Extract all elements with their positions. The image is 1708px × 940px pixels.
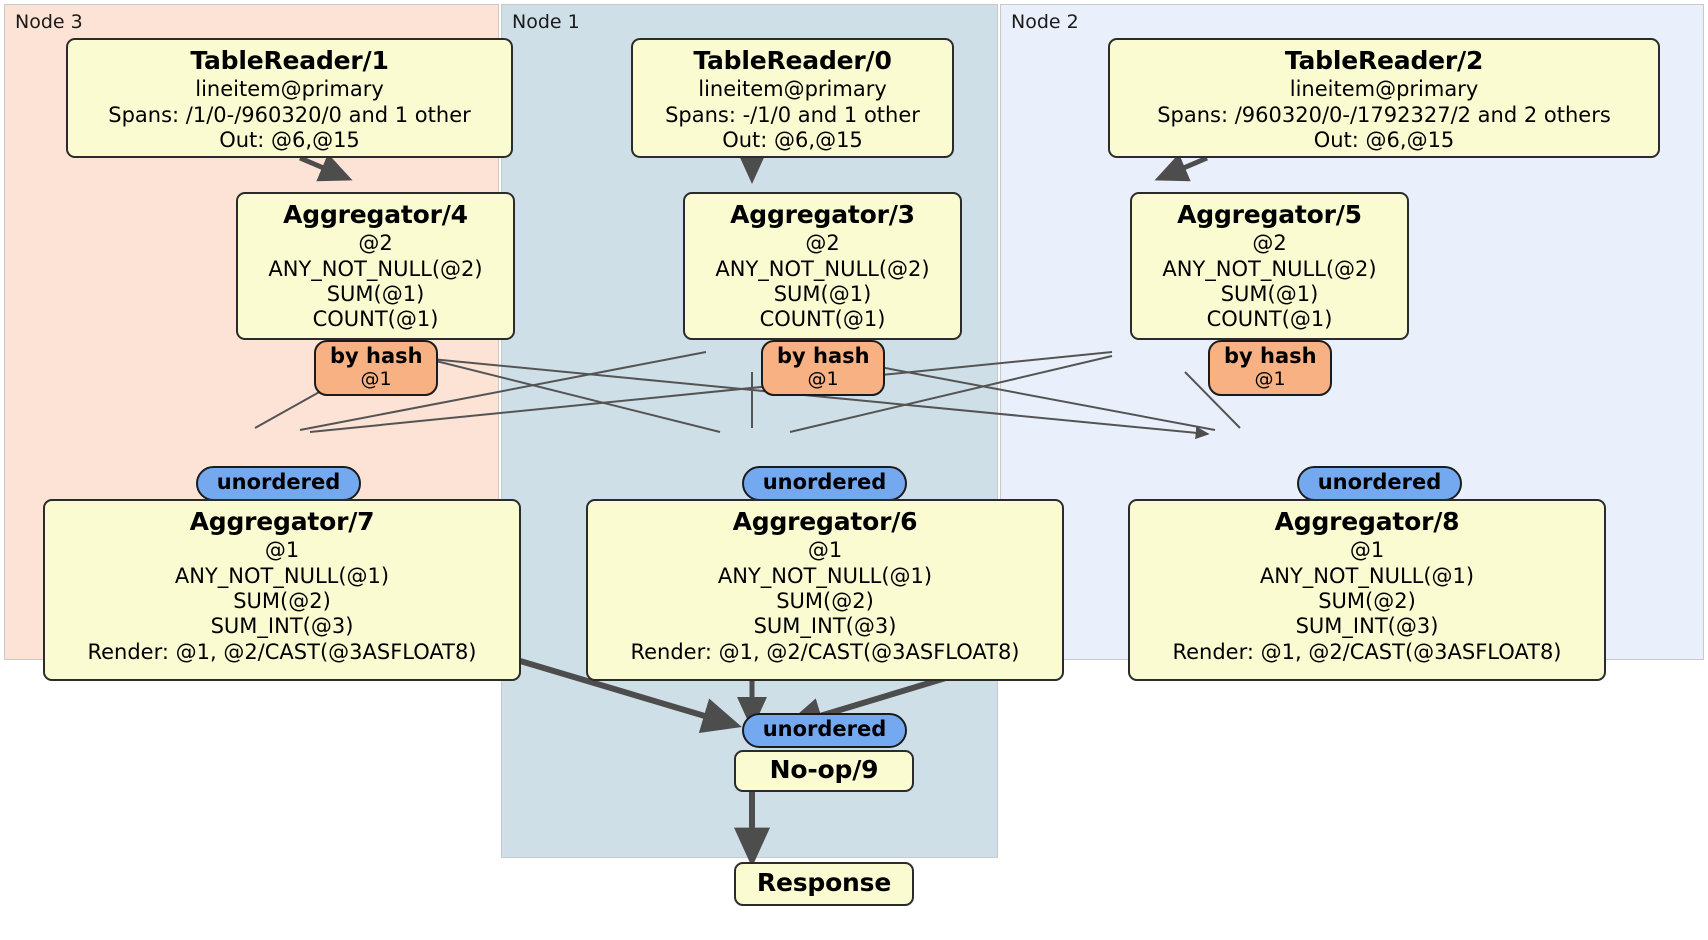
router-title: by hash [330, 344, 423, 368]
box-line: Out: @6,@15 [219, 128, 360, 153]
box-title: Aggregator/5 [1177, 200, 1362, 229]
box-title: Aggregator/6 [732, 507, 918, 536]
router-by-hash-right[interactable]: by hash @1 [1208, 340, 1332, 396]
box-line: Render: @1, @2/CAST(@3ASFLOAT8) [630, 639, 1020, 664]
synchronizer-title: unordered [216, 470, 341, 494]
box-aggregator-3[interactable]: Aggregator/3 @2 ANY_NOT_NULL(@2) SUM(@1)… [683, 192, 962, 340]
box-tablereader-2[interactable]: TableReader/2 lineitem@primary Spans: /9… [1108, 38, 1660, 158]
box-line: lineitem@primary [1289, 77, 1479, 102]
synchronizer-unordered-right[interactable]: unordered [1297, 466, 1462, 501]
router-subtitle: @1 [1254, 367, 1286, 390]
box-title: Aggregator/8 [1274, 507, 1460, 536]
box-aggregator-6[interactable]: Aggregator/6 @1 ANY_NOT_NULL(@1) SUM(@2)… [586, 499, 1064, 681]
box-title: Aggregator/7 [189, 507, 375, 536]
synchronizer-unordered-left[interactable]: unordered [196, 466, 361, 501]
box-line: SUM(@2) [776, 589, 874, 614]
box-response[interactable]: Response [734, 862, 914, 906]
box-line: SUM_INT(@3) [210, 614, 354, 639]
box-title: TableReader/2 [1284, 46, 1484, 75]
box-line: COUNT(@1) [759, 307, 886, 332]
box-line: @2 [1252, 231, 1287, 256]
box-line: Out: @6,@15 [722, 128, 863, 153]
box-line: ANY_NOT_NULL(@2) [1162, 256, 1377, 281]
box-line: SUM_INT(@3) [1295, 614, 1439, 639]
panel-node-3-label: Node 3 [15, 11, 83, 33]
box-aggregator-5[interactable]: Aggregator/5 @2 ANY_NOT_NULL(@2) SUM(@1)… [1130, 192, 1409, 340]
box-line: Spans: -/1/0 and 1 other [665, 102, 920, 127]
box-line: Render: @1, @2/CAST(@3ASFLOAT8) [87, 639, 477, 664]
synchronizer-title: unordered [762, 717, 887, 741]
box-aggregator-7[interactable]: Aggregator/7 @1 ANY_NOT_NULL(@1) SUM(@2)… [43, 499, 521, 681]
box-tablereader-1[interactable]: TableReader/1 lineitem@primary Spans: /1… [66, 38, 513, 158]
box-line: lineitem@primary [698, 77, 887, 102]
box-line: ANY_NOT_NULL(@1) [1259, 563, 1475, 588]
synchronizer-unordered-final[interactable]: unordered [742, 713, 907, 748]
panel-node-1-label: Node 1 [512, 11, 580, 33]
box-line: ANY_NOT_NULL(@1) [717, 563, 933, 588]
box-line: SUM_INT(@3) [753, 614, 897, 639]
box-line: Spans: /960320/0-/1792327/2 and 2 others [1157, 102, 1611, 127]
router-by-hash-mid[interactable]: by hash @1 [761, 340, 885, 396]
router-by-hash-left[interactable]: by hash @1 [314, 340, 438, 396]
box-tablereader-0[interactable]: TableReader/0 lineitem@primary Spans: -/… [631, 38, 954, 158]
box-line: Out: @6,@15 [1313, 128, 1455, 153]
box-title: Response [756, 868, 892, 897]
box-line: @2 [358, 231, 393, 256]
box-line: SUM(@2) [233, 589, 331, 614]
box-line: COUNT(@1) [1206, 307, 1333, 332]
box-line: SUM(@2) [1318, 589, 1416, 614]
box-line: @2 [805, 231, 840, 256]
box-line: SUM(@1) [326, 282, 425, 307]
box-line: SUM(@1) [1220, 282, 1319, 307]
box-line: lineitem@primary [195, 77, 384, 102]
box-line: @1 [1349, 538, 1385, 563]
box-line: SUM(@1) [773, 282, 872, 307]
router-title: by hash [777, 344, 870, 368]
box-title: TableReader/0 [693, 46, 892, 75]
panel-node-2-label: Node 2 [1011, 11, 1079, 33]
synchronizer-unordered-mid[interactable]: unordered [742, 466, 907, 501]
box-line: @1 [264, 538, 300, 563]
router-subtitle: @1 [360, 367, 392, 390]
box-title: Aggregator/4 [283, 200, 468, 229]
box-title: TableReader/1 [190, 46, 389, 75]
box-aggregator-4[interactable]: Aggregator/4 @2 ANY_NOT_NULL(@2) SUM(@1)… [236, 192, 515, 340]
box-line: ANY_NOT_NULL(@1) [174, 563, 390, 588]
box-noop-9[interactable]: No-op/9 [734, 750, 914, 792]
box-aggregator-8[interactable]: Aggregator/8 @1 ANY_NOT_NULL(@1) SUM(@2)… [1128, 499, 1606, 681]
box-line: ANY_NOT_NULL(@2) [715, 256, 930, 281]
box-line: Spans: /1/0-/960320/0 and 1 other [108, 102, 471, 127]
synchronizer-title: unordered [1317, 470, 1442, 494]
box-line: ANY_NOT_NULL(@2) [268, 256, 483, 281]
box-line: @1 [807, 538, 843, 563]
box-line: Render: @1, @2/CAST(@3ASFLOAT8) [1172, 639, 1562, 664]
router-subtitle: @1 [807, 367, 839, 390]
box-title: No-op/9 [769, 755, 879, 784]
synchronizer-title: unordered [762, 470, 887, 494]
box-line: COUNT(@1) [312, 307, 439, 332]
router-title: by hash [1224, 344, 1317, 368]
box-title: Aggregator/3 [730, 200, 915, 229]
